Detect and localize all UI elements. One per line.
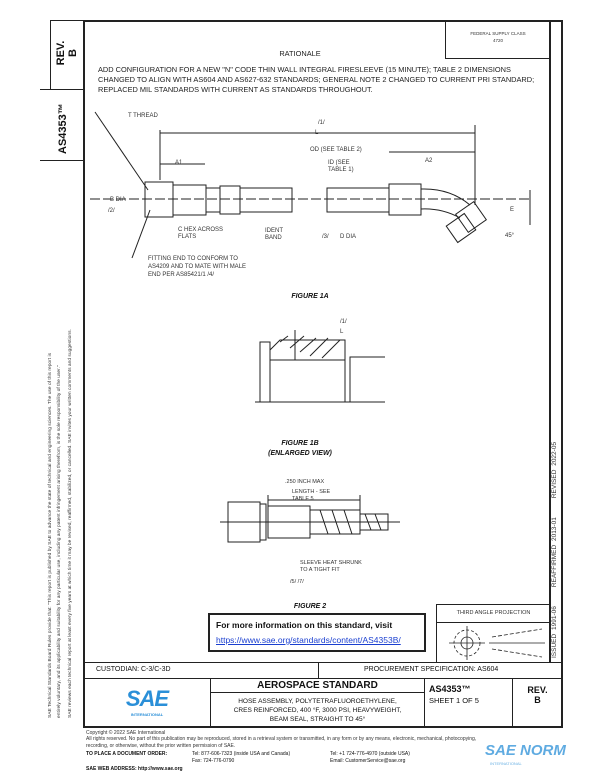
rev-value: B	[67, 49, 79, 57]
web-label: SAE WEB ADDRESS:	[86, 766, 137, 772]
disclaimer-line: entirely voluntary, and its applicabilit…	[57, 365, 62, 718]
email: Email: CustomerService@sae.org	[330, 757, 406, 764]
watermark-sub: INTERNATIONAL	[490, 761, 522, 766]
procurement-cell: PROCUREMENT SPECIFICATION: AS604	[318, 662, 563, 679]
web-address: SAE WEB ADDRESS: http://www.sae.org	[86, 766, 183, 773]
footer: Copyright © 2022 SAE International All r…	[86, 730, 476, 749]
copyright: Copyright © 2022 SAE International	[86, 730, 166, 736]
label-notes: /5/ /7/	[290, 579, 304, 585]
figure-1b-subcaption: (ENLARGED VIEW)	[268, 450, 332, 457]
label-b-dia: B DIA	[110, 197, 126, 203]
label-od: OD (SEE TABLE 2)	[310, 147, 362, 153]
label-fitting: FITTING END TO CONFORM TO AS4209 AND TO …	[148, 256, 247, 278]
rights: All rights reserved. No part of this pub…	[86, 736, 477, 743]
custodian: CUSTODIAN: C-3/C-3D	[96, 666, 171, 673]
fsc-box: FEDERAL SUPPLY CLASS 4720	[445, 20, 550, 59]
logo-cell: SAE INTERNATIONAL	[83, 678, 211, 728]
rights2: recording, or otherwise, without the pri…	[86, 742, 236, 749]
figure-1b-drawing	[255, 330, 385, 403]
label-1b-l-note: /1/	[340, 319, 347, 325]
rev-label-block: REV.	[527, 685, 548, 695]
sae-logo-sub: INTERNATIONAL	[130, 712, 164, 717]
label-d-note: /3/	[322, 234, 329, 240]
tel-us: Tel: 877-606-7323 (inside USA and Canada…	[192, 751, 291, 757]
procurement: PROCUREMENT SPECIFICATION: AS604	[364, 666, 499, 673]
rev-label-text: REV.	[55, 40, 67, 66]
rev-value-block: B	[534, 695, 541, 705]
label-length: LENGTH - SEE TABLE 5	[292, 489, 331, 502]
label-l: L	[315, 130, 319, 136]
heading: AEROSPACE STANDARD	[210, 678, 425, 693]
sae-logo: SAE	[125, 686, 169, 711]
standard-link[interactable]: https://www.sae.org/standards/content/AS…	[216, 635, 401, 645]
label-l-note: /1/	[318, 120, 325, 126]
tel-intl: Tel: +1 724-776-4970 (outside USA)	[330, 751, 410, 757]
label-c-hex: C HEX ACROSS FLATS	[178, 227, 224, 240]
projection-box: THIRD ANGLE PROJECTION	[436, 604, 550, 663]
custodian-cell: CUSTODIAN: C-3/C-3D	[83, 662, 319, 679]
label-angle: 45°	[505, 233, 515, 239]
fsc-label: FEDERAL SUPPLY CLASS	[470, 31, 526, 36]
order-label: TO PLACE A DOCUMENT ORDER:	[86, 751, 168, 757]
figure-2-drawing	[220, 495, 400, 543]
figure-2-caption: FIGURE 2	[293, 603, 327, 610]
right-strip-divider	[549, 20, 551, 663]
figure-1b-caption: FIGURE 1B	[281, 440, 319, 447]
label-d-dia: D DIA	[340, 234, 357, 240]
label-max: .250 INCH MAX	[285, 479, 325, 485]
figure-1a-drawing	[90, 111, 531, 259]
title-cell: HOSE ASSEMBLY, POLYTETRAFLUOROETHYLENE, …	[210, 692, 425, 728]
rev-box: REV.B	[50, 20, 84, 90]
projection-label: THIRD ANGLE PROJECTION	[437, 605, 550, 623]
doc-cell: AS4353™ SHEET 1 OF 5	[424, 678, 513, 728]
title-line: CRES REINFORCED, 400 °F, 3000 PSI, HEAVY…	[233, 707, 402, 714]
label-e: E	[510, 207, 515, 213]
projection-symbol-icon	[449, 626, 545, 660]
label-id: ID (SEE TABLE 1)	[328, 160, 354, 173]
disclaimer-line: SAE Technical Standards Board Rules prov…	[48, 352, 53, 718]
label-a1: A1	[175, 160, 183, 166]
rev-label: REV.B	[55, 33, 79, 73]
fax: Fax: 724-776-0790	[192, 757, 235, 764]
doc-number-box: AS4353™	[40, 89, 84, 161]
issued-date: ISSUED 1991-06	[551, 606, 558, 658]
info-box: For more information on this standard, v…	[208, 613, 426, 652]
web-link[interactable]: http://www.sae.org	[138, 766, 183, 772]
figure-1a-caption: FIGURE 1A	[291, 293, 329, 300]
label-thread: T THREAD	[128, 113, 158, 119]
title-line: HOSE ASSEMBLY, POLYTETRAFLUOROETHYLENE,	[238, 698, 397, 705]
revised-date: REVISED 2022-05	[551, 441, 558, 499]
disclaimer-line: SAE reviews each technical report at lea…	[68, 329, 73, 718]
rationale-text: ADD CONFIGURATION FOR A NEW "N" CODE THI…	[98, 65, 535, 94]
reaffirmed-date: REAFFIRMED 2013-01	[551, 517, 558, 588]
info-text: For more information on this standard, v…	[216, 620, 393, 630]
doc-number-vertical: AS4353™	[57, 103, 69, 154]
revision-history: ISSUED 1991-06 REAFFIRMED 2013-01 REVISE…	[551, 442, 558, 658]
label-1b-l: L	[340, 329, 344, 335]
label-a2: A2	[425, 158, 433, 164]
intl-contacts: Tel: +1 724-776-4970 (outside USA)Email:…	[330, 751, 410, 764]
label-b-note: /2/	[108, 208, 115, 214]
label-ident-band: IDENT BAND	[265, 228, 283, 241]
order-contacts: Tel: 877-606-7323 (inside USA and Canada…	[192, 751, 290, 764]
doc-number: AS4353™	[429, 684, 471, 694]
label-sleeve: SLEEVE HEAT SHRUNK TO A TIGHT FIT	[300, 560, 362, 573]
watermark: SAE NORM	[485, 742, 566, 759]
fsc-value: 4720	[492, 38, 503, 43]
sheet-number: SHEET 1 OF 5	[429, 696, 479, 705]
rationale-title: RATIONALE	[279, 49, 321, 58]
rev-cell: REV. B	[512, 678, 563, 728]
title-line: BEAM SEAL, STRAIGHT TO 45°	[269, 716, 366, 723]
